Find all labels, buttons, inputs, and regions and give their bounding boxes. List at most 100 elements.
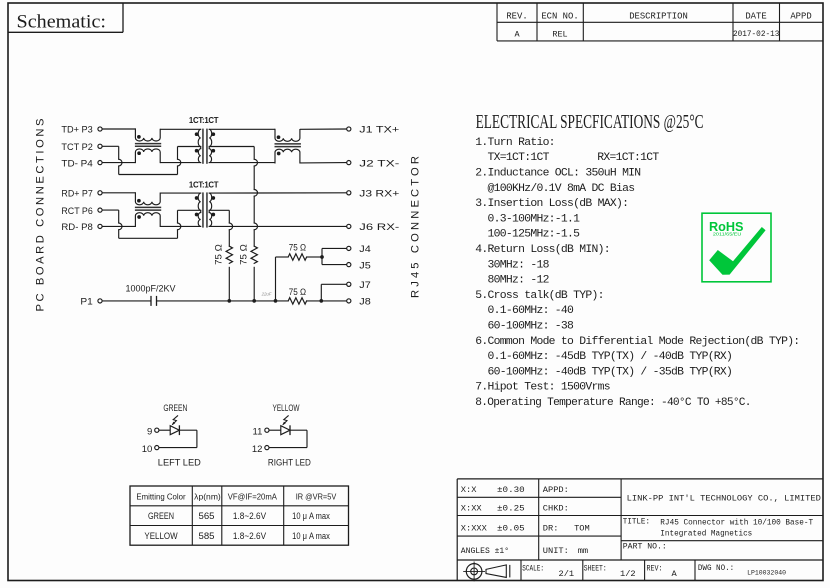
svg-text:8.Operating Temperature Range:: 8.Operating Temperature Range: -40°C TO …: [475, 397, 751, 409]
svg-text:J5: J5: [359, 260, 371, 271]
svg-text:TITLE:: TITLE:: [623, 517, 650, 526]
svg-text:100-125MHz:-1.5: 100-125MHz:-1.5: [488, 229, 581, 241]
svg-text:0.1-60MHz: -40: 0.1-60MHz: -40: [488, 305, 575, 317]
svg-text:A: A: [514, 29, 520, 39]
svg-text:1CT:1CT: 1CT:1CT: [189, 181, 219, 190]
svg-text:12: 12: [252, 444, 263, 455]
svg-text:1000pF/2KV: 1000pF/2KV: [126, 284, 177, 294]
svg-text:RJ45 CONNECTOR: RJ45 CONNECTOR: [410, 156, 422, 298]
svg-text:REV:: REV:: [647, 564, 663, 573]
svg-text:75 Ω: 75 Ω: [239, 244, 249, 265]
svg-text:6.Common Mode to Differential: 6.Common Mode to Differential Mode Rejec…: [475, 336, 799, 348]
svg-text:P1: P1: [80, 297, 92, 308]
svg-text:@100KHz/0.1V 8mA DC Bias: @100KHz/0.1V 8mA DC Bias: [488, 183, 635, 195]
svg-text:75 Ω: 75 Ω: [214, 244, 224, 265]
svg-text:REV.: REV.: [506, 11, 527, 21]
svg-text:IR @VR=5V: IR @VR=5V: [296, 491, 337, 501]
svg-text:7.Hipot Test: 1500Vrms: 7.Hipot Test: 1500Vrms: [475, 382, 610, 394]
svg-text:APPD:: APPD:: [543, 485, 569, 495]
svg-text:1.Turn Ratio:: 1.Turn Ratio:: [475, 137, 555, 149]
svg-text:DATE: DATE: [745, 11, 766, 21]
svg-text:±0.05: ±0.05: [497, 524, 525, 534]
svg-text:10: 10: [142, 444, 153, 455]
svg-text:J3 RX+: J3 RX+: [359, 189, 400, 200]
svg-text:22uF: 22uF: [261, 292, 272, 297]
svg-text:RX=1CT:1CT: RX=1CT:1CT: [597, 152, 659, 164]
svg-text:TCT P2: TCT P2: [61, 142, 92, 153]
svg-text:Integrated Magnetics: Integrated Magnetics: [660, 528, 752, 538]
svg-text:X:X: X:X: [461, 485, 477, 495]
svg-text:mm: mm: [578, 546, 588, 556]
svg-text:J8: J8: [359, 297, 371, 308]
svg-text:2011/65/EU: 2011/65/EU: [713, 232, 742, 237]
svg-text:LINK-PP INT'L TECHNOLOGY CO.,: LINK-PP INT'L TECHNOLOGY CO., LIMITED: [627, 494, 821, 504]
svg-text:565: 565: [199, 511, 215, 521]
svg-text:9: 9: [147, 426, 152, 437]
svg-text:1.8~2.6V: 1.8~2.6V: [233, 531, 266, 541]
svg-text:1.8~2.6V: 1.8~2.6V: [233, 511, 266, 521]
svg-text:GREEN: GREEN: [148, 511, 174, 521]
svg-text:0.1-60MHz: -45dB TYP(TX) / -40: 0.1-60MHz: -45dB TYP(TX) / -40dB TYP(RX): [488, 351, 733, 363]
svg-text:PART NO.:: PART NO.:: [623, 543, 667, 552]
svg-text:SHEET:: SHEET:: [584, 564, 607, 573]
svg-text:Schematic:: Schematic:: [17, 12, 107, 33]
svg-text:X:XXX: X:XXX: [461, 524, 488, 534]
svg-text:PC BOARD CONNECTIONS: PC BOARD CONNECTIONS: [35, 119, 47, 312]
svg-text:ELECTRICAL SPECFICATIONS @25°C: ELECTRICAL SPECFICATIONS @25°C: [476, 111, 704, 133]
svg-text:10 μ A max: 10 μ A max: [292, 511, 330, 521]
svg-text:YELLOW: YELLOW: [144, 531, 178, 541]
svg-text:J7: J7: [359, 280, 371, 291]
svg-text:DR:: DR:: [543, 524, 559, 534]
svg-text:±1°: ±1°: [495, 546, 509, 556]
svg-text:1CT:1CT: 1CT:1CT: [189, 116, 219, 125]
svg-text:ECN NO.: ECN NO.: [541, 11, 578, 21]
svg-text:J1 TX+: J1 TX+: [359, 125, 400, 136]
svg-text:J6 RX-: J6 RX-: [359, 222, 399, 233]
svg-text:RJ45 Connector with 10/100 Bas: RJ45 Connector with 10/100 Base-T: [660, 518, 813, 528]
svg-text:2.Inductance OCL: 350uH MIN: 2.Inductance OCL: 350uH MIN: [475, 168, 640, 180]
svg-text:60-100MHz: -40dB TYP(TX) / -35: 60-100MHz: -40dB TYP(TX) / -35dB TYP(RX): [488, 366, 733, 378]
svg-text:11: 11: [253, 426, 263, 437]
svg-text:UNIT:: UNIT:: [543, 546, 569, 556]
svg-text:3.Insertion Loss(dB MAX):: 3.Insertion Loss(dB MAX):: [475, 198, 628, 210]
svg-text:SCALE:: SCALE:: [522, 564, 544, 573]
svg-text:DWG NO.:: DWG NO.:: [698, 564, 734, 573]
svg-text:A: A: [672, 569, 678, 579]
svg-text:TD- P4: TD- P4: [61, 158, 92, 169]
svg-text:TD+ P3: TD+ P3: [61, 125, 92, 136]
svg-text:±0.25: ±0.25: [497, 504, 525, 514]
svg-text:80MHz: -12: 80MHz: -12: [488, 275, 550, 287]
svg-text:ANGLES: ANGLES: [461, 546, 490, 556]
svg-text:TOM: TOM: [574, 524, 590, 534]
svg-text:DESCRIPTION: DESCRIPTION: [629, 11, 688, 21]
svg-text:YELLOW: YELLOW: [273, 403, 300, 413]
svg-text:λp(nm): λp(nm): [194, 491, 221, 501]
svg-text:30MHz: -18: 30MHz: -18: [488, 259, 550, 271]
svg-text:±0.30: ±0.30: [497, 485, 525, 495]
svg-text:REL: REL: [552, 29, 567, 39]
svg-text:585: 585: [199, 531, 215, 541]
svg-text:J2 TX-: J2 TX-: [359, 158, 399, 169]
svg-text:75 Ω: 75 Ω: [289, 287, 306, 297]
svg-text:RCT P6: RCT P6: [61, 206, 92, 217]
svg-text:X:XX: X:XX: [461, 504, 483, 514]
svg-text:LP10032040: LP10032040: [747, 569, 786, 576]
svg-text:60-100MHz: -38: 60-100MHz: -38: [488, 321, 575, 333]
svg-text:RIGHT LED: RIGHT LED: [268, 457, 311, 467]
svg-text:RoHS: RoHS: [709, 220, 744, 234]
svg-text:75 Ω: 75 Ω: [289, 242, 306, 252]
svg-text:TX=1CT:1CT: TX=1CT:1CT: [488, 152, 550, 164]
svg-text:2/1: 2/1: [559, 569, 575, 579]
svg-text:VF@IF=20mA: VF@IF=20mA: [228, 491, 277, 501]
svg-text:0.3-100MHz:-1.1: 0.3-100MHz:-1.1: [488, 213, 581, 225]
svg-text:1/2: 1/2: [620, 569, 636, 579]
svg-text:5.Cross talk(dB TYP):: 5.Cross talk(dB TYP):: [475, 290, 603, 302]
svg-text:RD+ P7: RD+ P7: [61, 189, 92, 200]
svg-text:RD- P8: RD- P8: [61, 222, 92, 233]
svg-text:CHKD:: CHKD:: [543, 504, 569, 514]
svg-text:2017-02-13: 2017-02-13: [733, 30, 780, 39]
svg-text:APPD: APPD: [790, 11, 811, 21]
svg-text:J4: J4: [359, 244, 371, 255]
svg-text:4.Return Loss(dB MIN):: 4.Return Loss(dB MIN):: [475, 244, 610, 256]
svg-text:LEFT LED: LEFT LED: [158, 457, 201, 467]
